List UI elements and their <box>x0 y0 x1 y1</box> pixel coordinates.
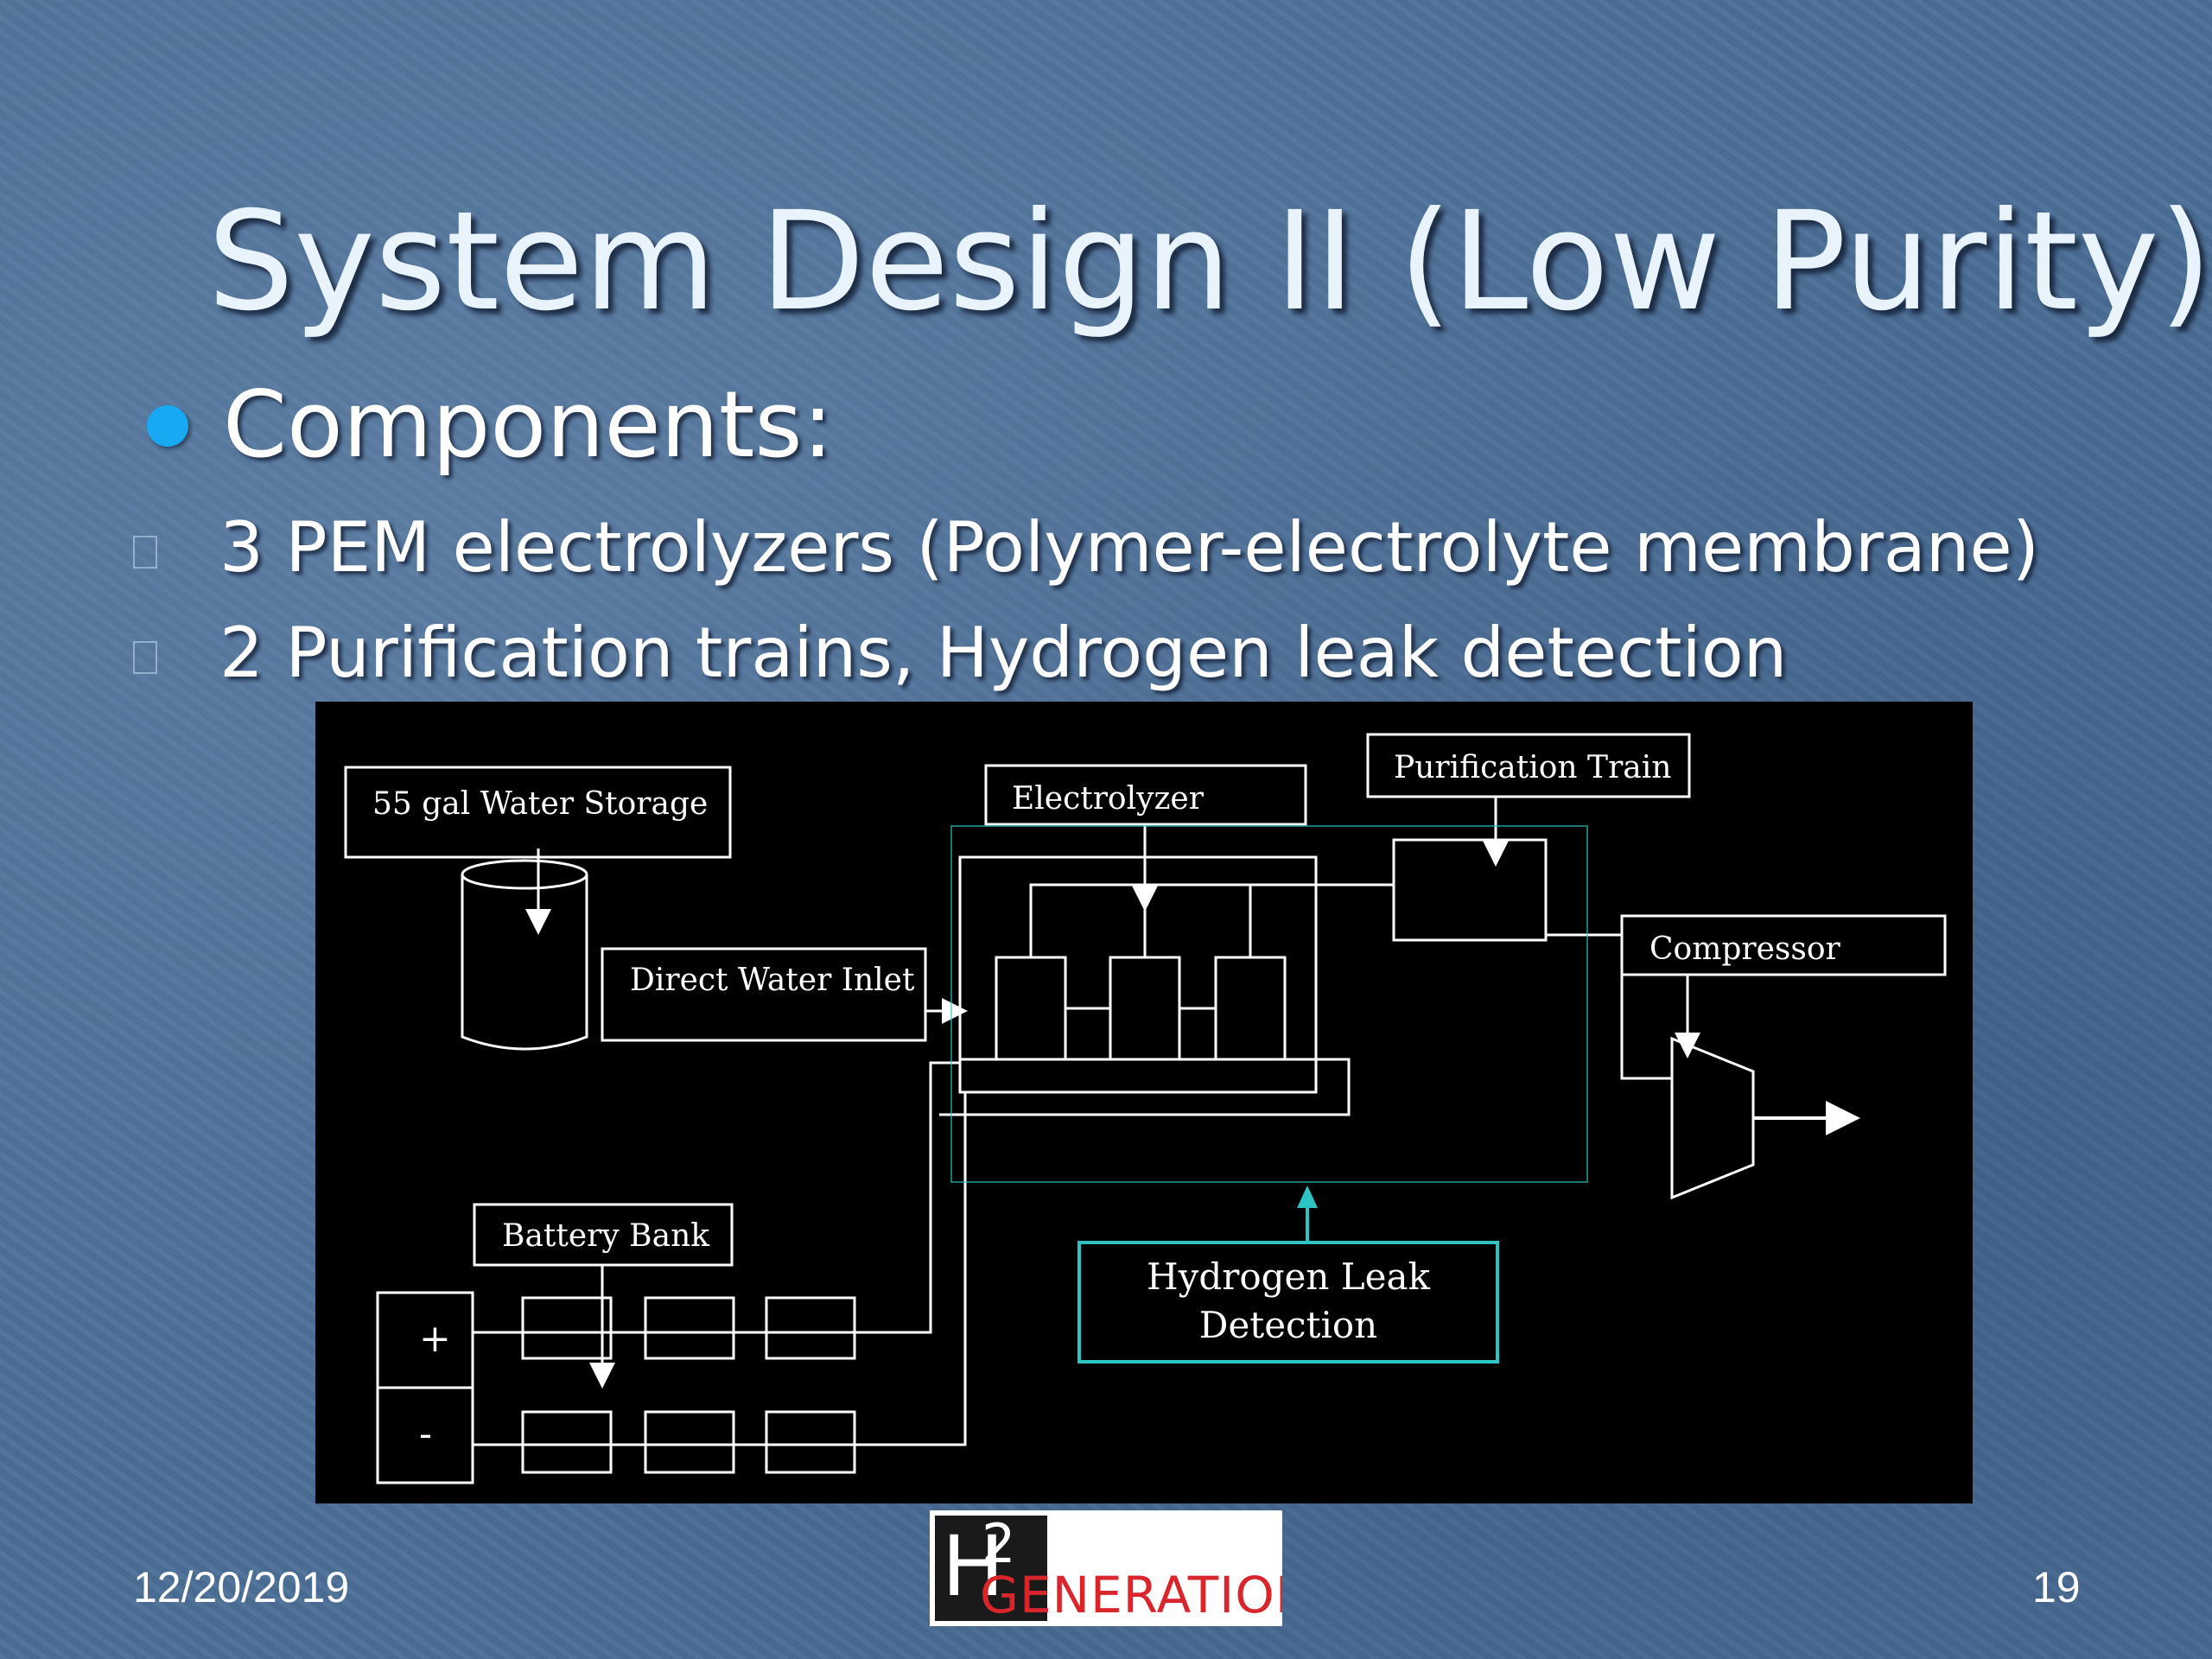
label-battery-bank: Battery Bank <box>502 1218 710 1254</box>
sub-bullet-icon <box>133 536 157 569</box>
sub-item-text: 3 PEM electrolyzers (Polymer-electrolyte… <box>219 507 2039 588</box>
slide-title: System Design II (Low Purity) <box>207 182 2212 341</box>
logo-h-mark: H <box>935 1516 1047 1621</box>
footer-date: 12/20/2019 <box>133 1563 350 1611</box>
hydrogen-leak-detection-box <box>1077 1241 1499 1363</box>
logo-wordmark: GENERATION <box>980 1566 1282 1624</box>
battery-cell <box>644 1410 735 1474</box>
water-tank-top <box>461 859 588 890</box>
diagram-connector <box>1029 883 1252 957</box>
battery-terminal-minus <box>376 1386 474 1484</box>
bullet-components: Components: <box>138 373 833 477</box>
diagram-connector <box>473 1061 960 1334</box>
sub-item-text: 2 Purification trains, Hydrogen leak det… <box>219 613 1788 693</box>
footer-page-number: 19 <box>2032 1563 2081 1611</box>
logo-subscript: 2 <box>982 1512 1016 1575</box>
label-minus: - <box>419 1412 432 1456</box>
electrolyzer-stack-frame <box>958 855 1318 1094</box>
battery-cell <box>521 1296 613 1360</box>
leak-arrow-icon <box>1297 1185 1318 1208</box>
label-direct-water-inlet: Direct Water Inlet <box>630 963 915 998</box>
direct-water-inlet-box <box>601 947 927 1042</box>
electrolyzer-cell-1 <box>995 956 1067 1061</box>
hydrogen-enclosure <box>950 825 1588 1183</box>
sub-item-purification: 2 Purification trains, Hydrogen leak det… <box>121 612 1787 695</box>
label-plus: + <box>419 1317 451 1361</box>
purification-unit <box>1392 838 1548 942</box>
label-detection: Detection <box>1199 1304 1377 1346</box>
electrolyzer-cell-2 <box>1109 956 1181 1061</box>
h2-generation-logo: H 2 GENERATION <box>930 1510 1282 1626</box>
battery-cell <box>644 1296 735 1360</box>
battery-cell <box>521 1410 613 1474</box>
label-hydrogen-leak: Hydrogen Leak <box>1147 1255 1431 1298</box>
diagram-connector <box>1620 975 1672 1080</box>
diagram-connector <box>939 1058 1351 1116</box>
electrolyzer-cell-3 <box>1214 956 1287 1061</box>
battery-cell <box>765 1410 856 1474</box>
water-tank-shape <box>461 874 588 1051</box>
battery-cell <box>765 1296 856 1360</box>
label-electrolyzer: Electrolyzer <box>1012 781 1205 817</box>
label-purification-train: Purification Train <box>1394 750 1671 785</box>
compressor-box <box>1620 914 1947 976</box>
purification-train-box <box>1366 733 1691 798</box>
compressor-shape <box>1670 1036 1755 1200</box>
sub-item-electrolyzers: 3 PEM electrolyzers (Polymer-electrolyte… <box>121 506 2039 589</box>
sub-bullet-icon <box>133 641 157 675</box>
bullet-text: Components: <box>223 372 834 478</box>
diagram-connector <box>473 1092 967 1446</box>
label-compressor: Compressor <box>1649 931 1841 967</box>
label-water-storage: 55 gal Water Storage <box>372 786 708 822</box>
bullet-dot-icon <box>147 405 188 448</box>
system-diagram: 55 gal Water Storage Electrolyzer Purifi… <box>315 702 1973 1503</box>
